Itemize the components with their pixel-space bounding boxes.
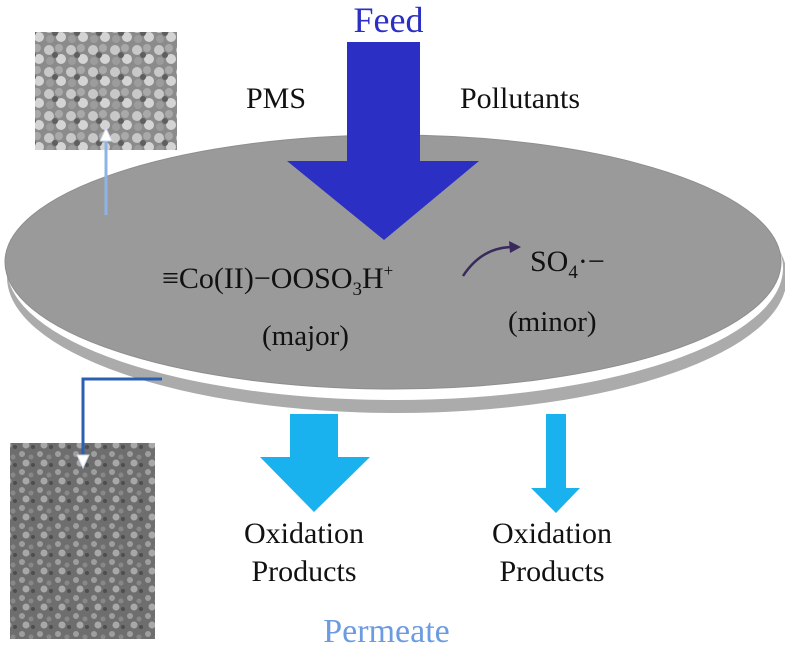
reaction-arrow: [461, 245, 514, 277]
pollutants-label: Pollutants: [460, 82, 581, 115]
major-label: (major): [262, 320, 349, 352]
pms-label: PMS: [246, 82, 307, 115]
oxidation-products-right: Oxidation Products: [448, 515, 656, 591]
permeate-arrow-left: [260, 414, 370, 512]
callout-line-bottom: [81, 377, 162, 456]
callout-arrowhead-top: [99, 126, 113, 142]
sem-image-bottom: [10, 443, 155, 639]
oxidation-products-left: Oxidation Products: [200, 515, 408, 591]
cobalt-complex-formula: ≡Co(II)−OOSO3H+: [162, 261, 394, 300]
permeate-arrow-right: [531, 414, 580, 513]
reaction-arrowhead: [509, 241, 521, 253]
minor-label: (minor): [508, 306, 597, 338]
feed-arrow: [287, 42, 479, 240]
products-right-line2: Products: [499, 555, 605, 588]
products-right-line1: Oxidation: [492, 517, 612, 550]
permeate-label: Permeate: [323, 613, 450, 650]
products-left-line2: Products: [251, 555, 357, 588]
callout-arrowhead-bottom: [76, 454, 90, 470]
feed-label: Feed: [353, 0, 424, 40]
products-left-line1: Oxidation: [244, 517, 364, 550]
sulfate-radical-formula: SO4·−: [530, 245, 605, 283]
